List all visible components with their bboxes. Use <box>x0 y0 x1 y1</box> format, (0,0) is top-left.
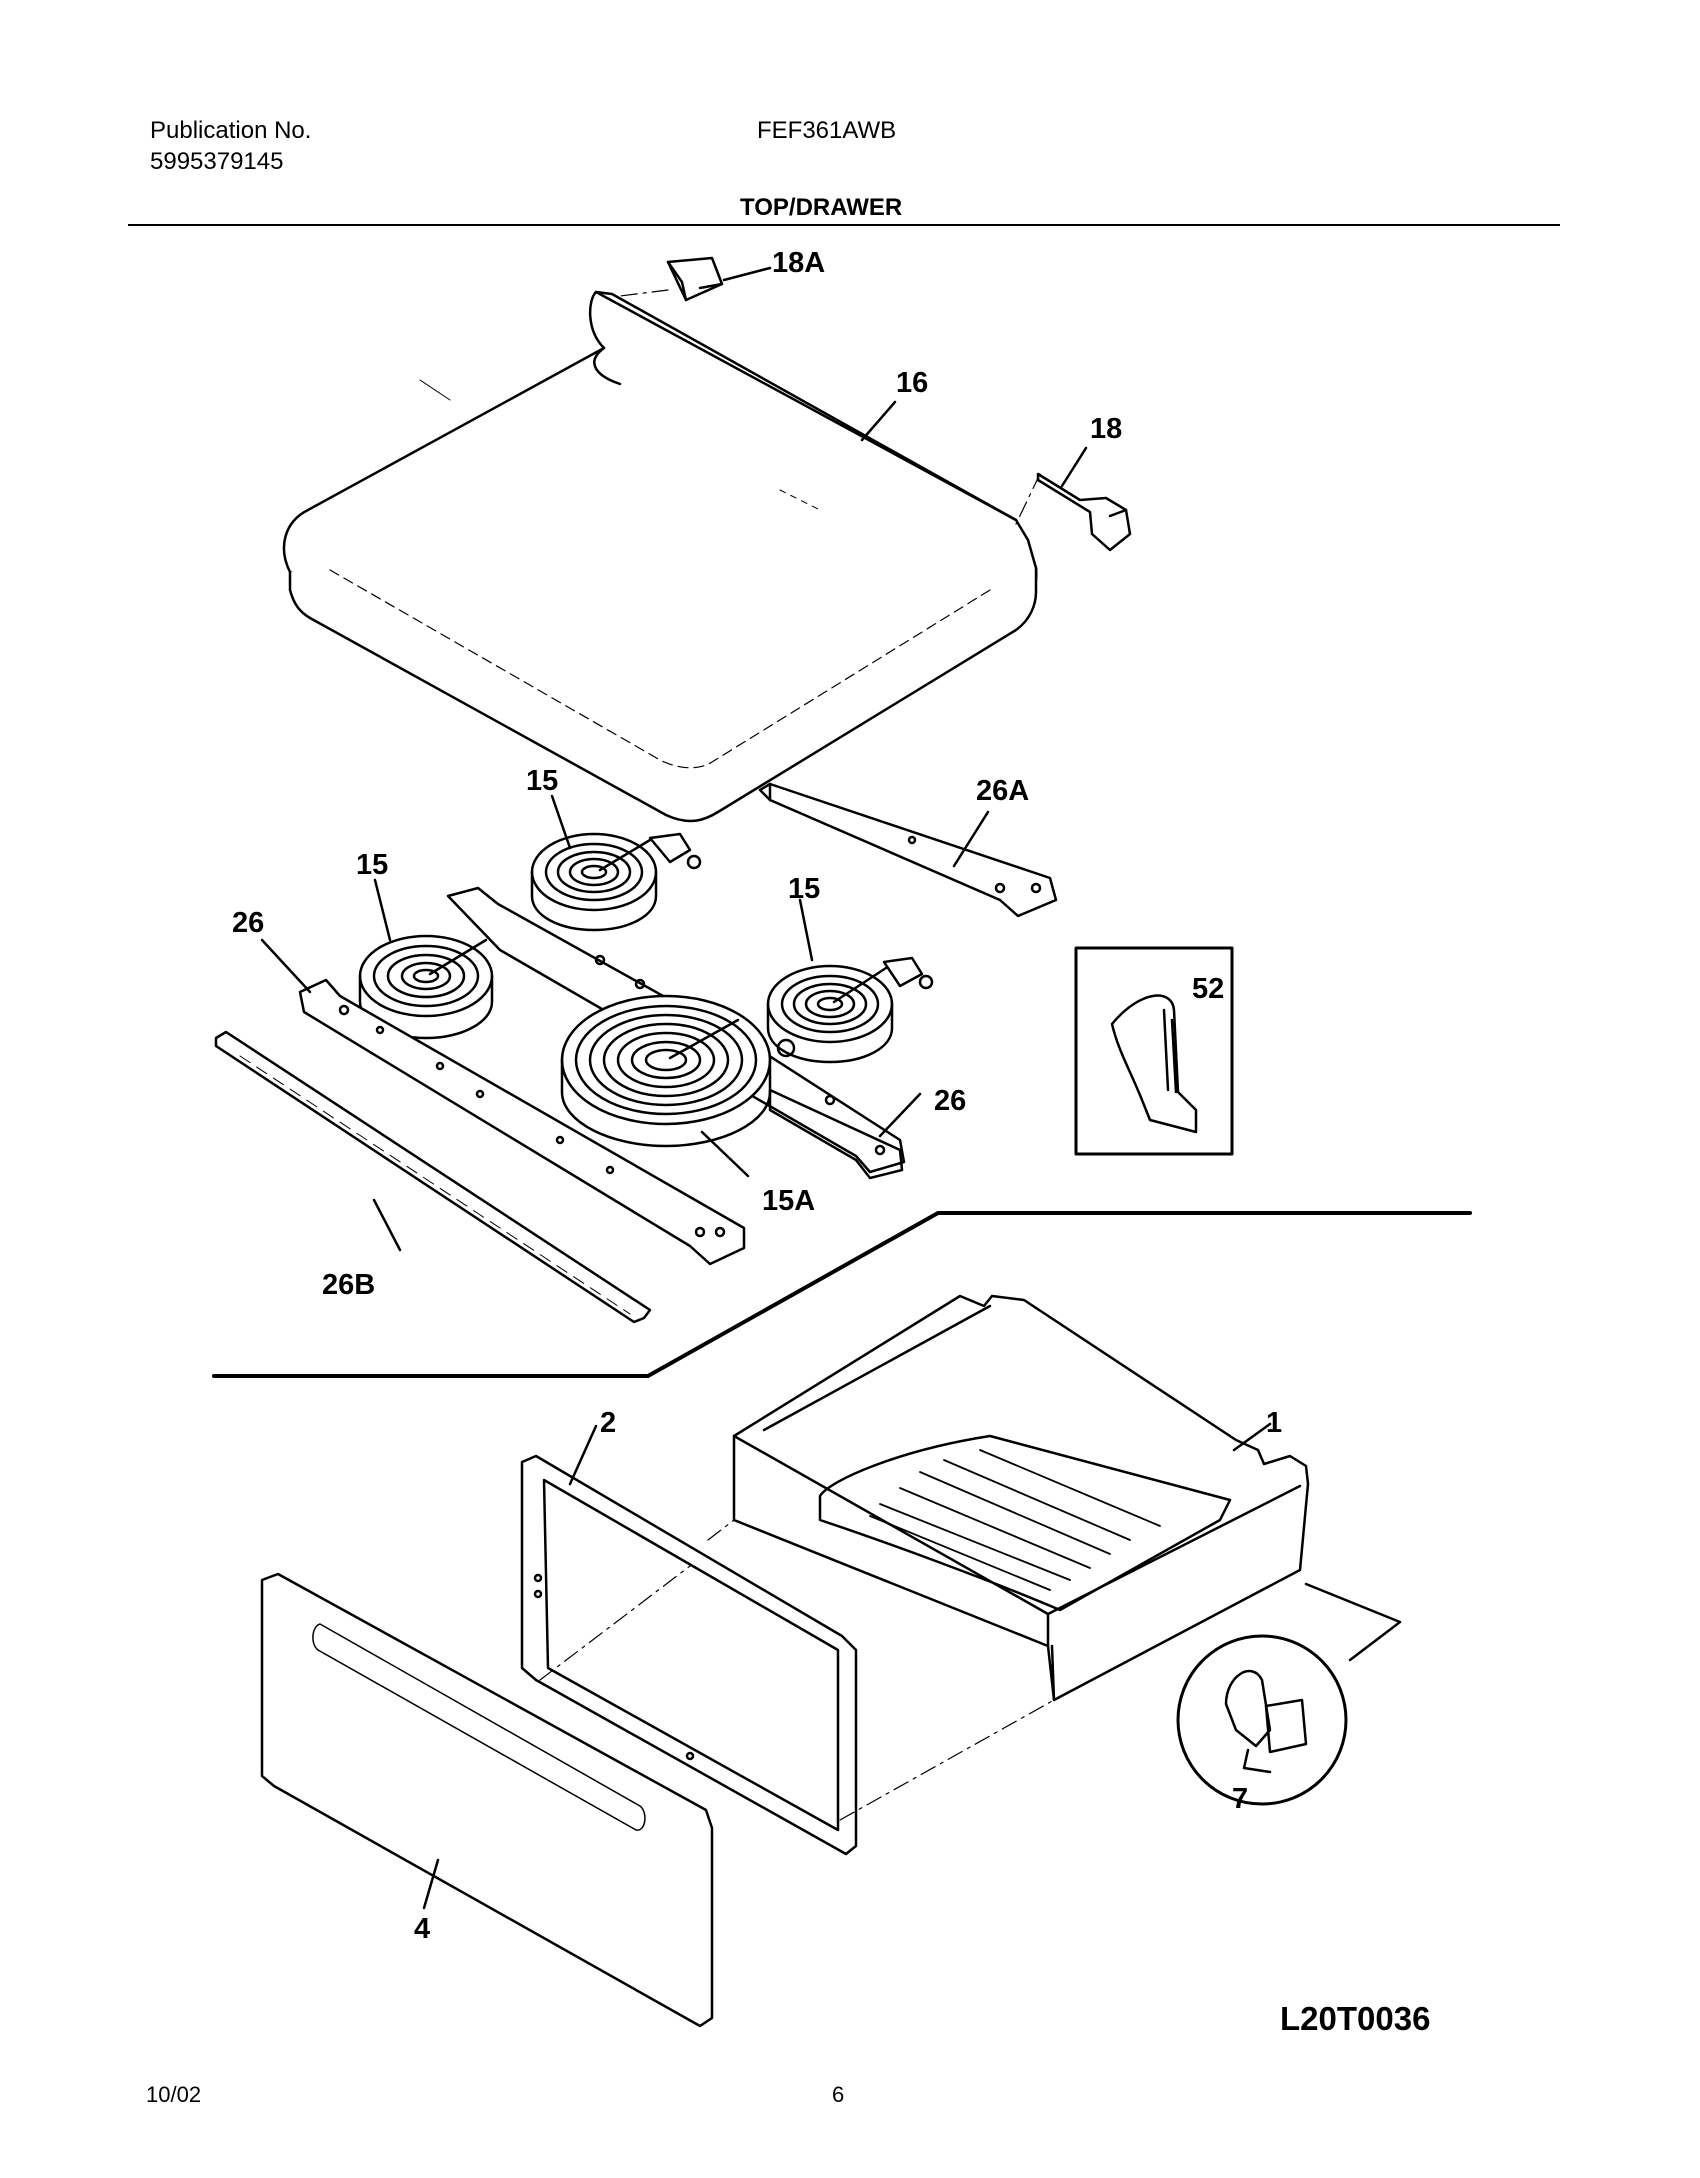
footer-date: 10/02 <box>146 2082 202 2107</box>
callout-52: 52 <box>1192 973 1224 1005</box>
element-15-right <box>766 956 934 1064</box>
callout-26-left: 26 <box>232 907 264 939</box>
rail-26a <box>758 782 1058 918</box>
separator-line <box>212 1211 1472 1378</box>
publication-label: Publication No. <box>150 117 312 144</box>
strip-26b <box>214 1030 652 1324</box>
callout-7: 7 <box>1232 1783 1248 1815</box>
inset-52 <box>1074 946 1234 1156</box>
bracket-18a <box>666 256 724 302</box>
callout-18: 18 <box>1090 413 1122 445</box>
callout-15a: 15A <box>762 1185 815 1217</box>
callout-1: 1 <box>1266 1407 1282 1439</box>
rail-26-left <box>298 978 746 1266</box>
rail-26-right <box>768 1088 904 1180</box>
element-15-left <box>358 914 514 1040</box>
section-title: TOP/DRAWER <box>740 194 903 221</box>
drawer-panel-4 <box>260 1572 714 2028</box>
bracket-18 <box>1036 472 1132 552</box>
callout-15-top: 15 <box>526 765 558 797</box>
element-15a <box>560 994 796 1148</box>
leader-lines <box>260 266 1272 1910</box>
callout-16: 16 <box>896 367 928 399</box>
callout-4: 4 <box>414 1913 430 1945</box>
callout-18a: 18A <box>772 247 825 279</box>
drawer-1 <box>732 1294 1310 1702</box>
callout-26b: 26B <box>322 1269 375 1301</box>
cooktop-16 <box>282 290 1038 823</box>
diagram-code: L20T0036 <box>1280 2000 1430 2037</box>
callout-15-left: 15 <box>356 849 388 881</box>
front-panel-2 <box>520 1454 858 1856</box>
publication-number: 5995379145 <box>150 148 284 175</box>
callout-15-right: 15 <box>788 873 820 905</box>
header-rule <box>128 224 1560 226</box>
footer-page: 6 <box>832 2082 845 2107</box>
callout-26-right: 26 <box>934 1085 966 1117</box>
model-number: FEF361AWB <box>757 117 897 144</box>
element-15-top <box>530 832 702 932</box>
assembly-lines <box>539 289 1055 1821</box>
callout-2: 2 <box>600 1407 616 1439</box>
callout-26a: 26A <box>976 775 1029 807</box>
inset-7 <box>1176 1582 1402 1806</box>
